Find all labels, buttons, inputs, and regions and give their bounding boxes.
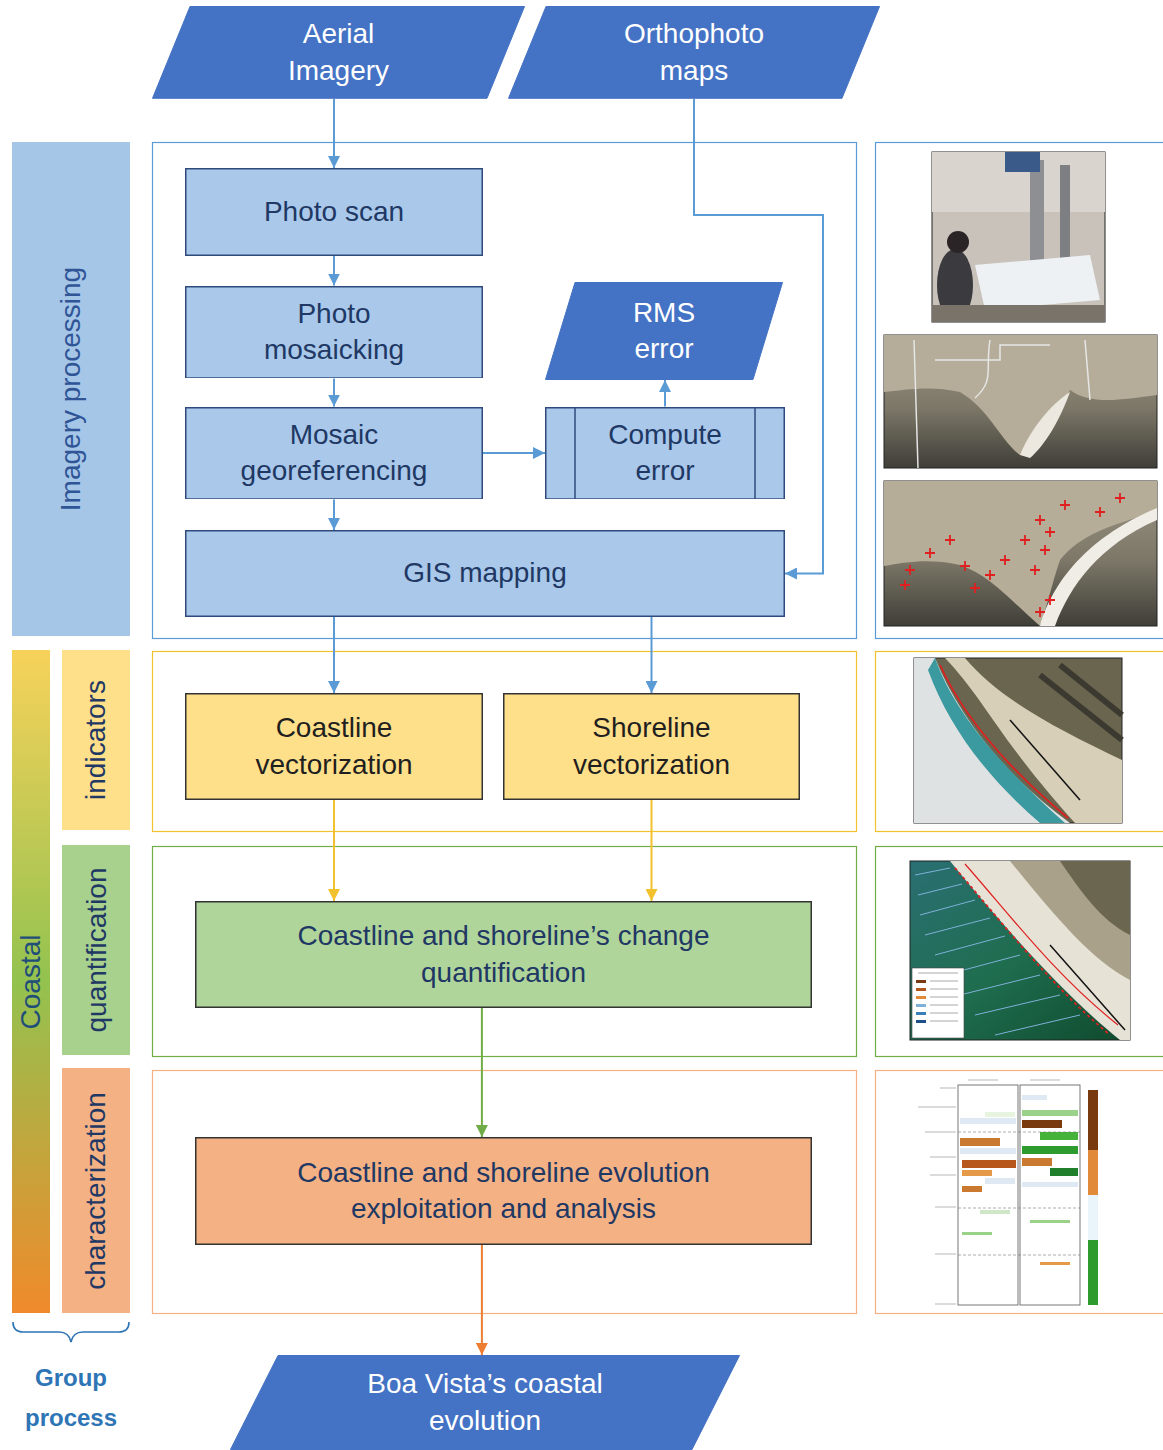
node-text: Aerial Imagery xyxy=(249,16,429,89)
vectorization-photo xyxy=(914,658,1122,823)
node-text: Coastline vectorization xyxy=(214,710,454,783)
node-text: Orthophoto maps xyxy=(594,16,794,89)
predefined-process: Compute error xyxy=(545,407,785,500)
node-text: Compute error xyxy=(585,417,745,490)
node-shape xyxy=(503,693,800,800)
flow-arrow xyxy=(651,800,653,901)
quantification-photo xyxy=(910,861,1130,1040)
group-band: Coastal xyxy=(12,650,50,1313)
process-box: Coastline and shoreline’s change quantif… xyxy=(195,901,812,1008)
node-text: Coastline and shoreline’s change quantif… xyxy=(284,918,724,991)
group-title: indicators xyxy=(82,680,110,800)
mosaic-photo xyxy=(884,335,1157,468)
group-bracket xyxy=(13,1322,129,1342)
flow-arrow xyxy=(333,378,335,406)
flow-arrow xyxy=(664,380,666,407)
flow-arrow xyxy=(333,99,335,168)
flow-arrow xyxy=(483,452,545,454)
group-title: Coastal xyxy=(17,934,45,1029)
group-title: characterization xyxy=(82,1092,110,1290)
scanner-photo xyxy=(932,152,1105,322)
input-data: Orthophoto maps xyxy=(508,6,880,99)
node-text: Coastline and shoreline evolution exploi… xyxy=(224,1155,784,1228)
group-label: Group process xyxy=(4,1358,138,1437)
flow-arrow xyxy=(333,499,335,530)
group-title: quantification xyxy=(82,867,110,1032)
node-text: Photo mosaicking xyxy=(234,296,434,369)
process-box: Photo scan xyxy=(185,168,483,256)
node-text: Photo scan xyxy=(264,194,404,230)
node-text: Boa Vista’s coastal evolution xyxy=(350,1366,620,1439)
process-box: Coastline and shoreline evolution exploi… xyxy=(195,1137,812,1245)
flow-arrow xyxy=(333,256,335,286)
input-data: Aerial Imagery xyxy=(152,6,525,99)
output-data: RMS error xyxy=(545,282,783,380)
flow-arrow xyxy=(333,800,335,901)
process-box: GIS mapping xyxy=(185,530,785,617)
node-shape xyxy=(185,693,483,800)
group-title: Imagery processing xyxy=(57,267,85,511)
panel-outlines xyxy=(153,143,1163,1314)
process-box: Mosaic georeferencing xyxy=(185,407,483,500)
node-text: Mosaic georeferencing xyxy=(214,417,454,490)
process-box: Photo mosaicking xyxy=(185,286,483,379)
node-shape xyxy=(195,1137,812,1245)
process-box: Coastline vectorization xyxy=(185,693,483,800)
process-box: Shoreline vectorization xyxy=(503,693,800,800)
gcp-photo xyxy=(884,481,1157,626)
flow-arrow xyxy=(651,617,653,693)
flow-arrow xyxy=(481,1008,483,1137)
evolution-chart xyxy=(900,1073,1110,1309)
group-band: Imagery processing xyxy=(12,142,130,636)
node-shape xyxy=(195,901,812,1008)
group-band: quantification xyxy=(62,845,130,1055)
node-text: RMS error xyxy=(609,295,719,368)
group-band: indicators xyxy=(62,650,130,830)
node-text: GIS mapping xyxy=(403,555,566,591)
node-text: Shoreline vectorization xyxy=(532,710,772,783)
output-data: Boa Vista’s coastal evolution xyxy=(230,1355,740,1450)
flow-arrow xyxy=(333,617,335,693)
flow-arrow xyxy=(481,1245,483,1355)
group-band: characterization xyxy=(62,1068,130,1313)
